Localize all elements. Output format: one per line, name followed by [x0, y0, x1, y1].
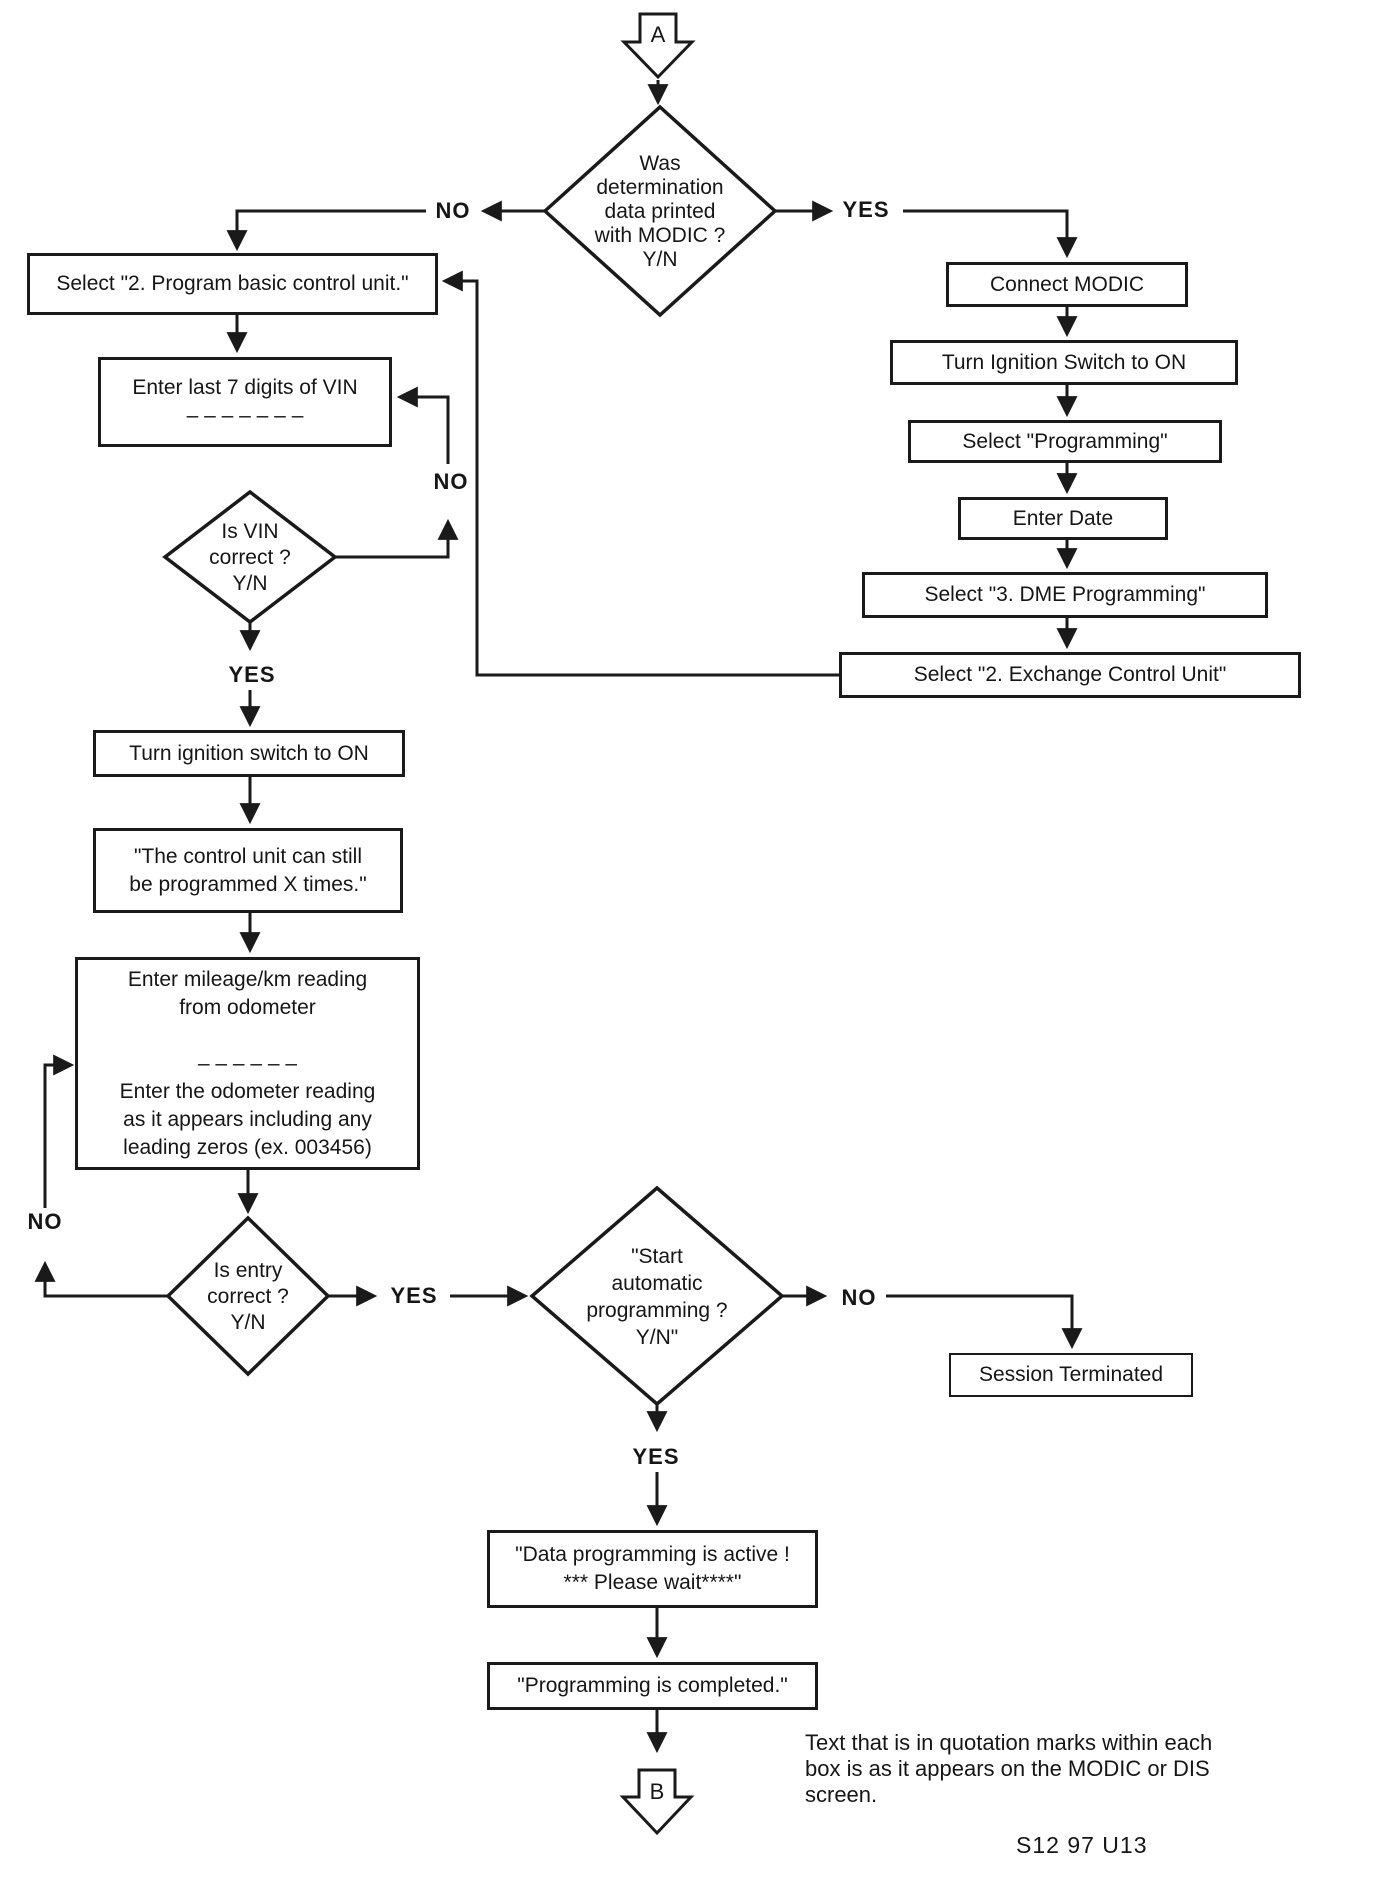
- branch-label-yes-printed: YES: [842, 197, 890, 222]
- connector-a-label: A: [650, 22, 666, 47]
- decision-text-entry: Is entry correct ? Y/N: [207, 1259, 289, 1334]
- decision-text-printed: Was determination data printed with MODI…: [594, 152, 726, 271]
- decision-diamond-entry: [165, 1215, 331, 1377]
- quotation-note: Text that is in quotation marks within e…: [805, 1730, 1213, 1807]
- connector-a-arrow: [620, 12, 696, 80]
- decision-text-vin: Is VIN correct ? Y/N: [209, 520, 291, 595]
- connector-b-arrow: [619, 1768, 695, 1836]
- step-control-unit-can-be-programmed: "The control unit can still be programme…: [93, 828, 403, 913]
- branch-label-yes-entry: YES: [390, 1283, 438, 1308]
- branch-label-yes-start: YES: [632, 1444, 680, 1469]
- step-ignition-on-right: Turn Ignition Switch to ON: [890, 340, 1238, 385]
- step-select-programming: Select "Programming": [908, 420, 1222, 463]
- step-programming-completed: "Programming is completed.": [487, 1662, 818, 1710]
- step-program-basic-control-unit: Select "2. Program basic control unit.": [27, 253, 438, 315]
- branch-label-no-printed: NO: [435, 198, 471, 223]
- step-enter-mileage: Enter mileage/km reading from odometer –…: [75, 957, 420, 1170]
- step-ignition-on-left: Turn ignition switch to ON: [93, 730, 405, 777]
- decision-diamond-printed: [542, 104, 778, 318]
- step-data-programming-active: "Data programming is active ! *** Please…: [487, 1530, 818, 1608]
- branch-label-no-vin: NO: [433, 469, 469, 494]
- step-enter-date: Enter Date: [958, 497, 1168, 540]
- decision-text-start: "Start automatic programming ? Y/N": [586, 1245, 728, 1349]
- step-exchange-control-unit: Select "2. Exchange Control Unit": [839, 652, 1301, 698]
- step-enter-vin: Enter last 7 digits of VIN – – – – – – –: [98, 357, 392, 447]
- step-dme-programming: Select "3. DME Programming": [862, 572, 1268, 618]
- connector-b-label: B: [649, 1779, 665, 1804]
- branch-label-no-entry: NO: [27, 1209, 63, 1234]
- step-connect-modic: Connect MODIC: [946, 262, 1188, 307]
- flow-arrows: [34, 12, 1083, 1836]
- step-session-terminated: Session Terminated: [949, 1353, 1193, 1397]
- figure-code: S12 97 U13: [1016, 1832, 1148, 1858]
- branch-label-no-start: NO: [841, 1285, 877, 1310]
- branch-label-yes-vin: YES: [228, 662, 276, 687]
